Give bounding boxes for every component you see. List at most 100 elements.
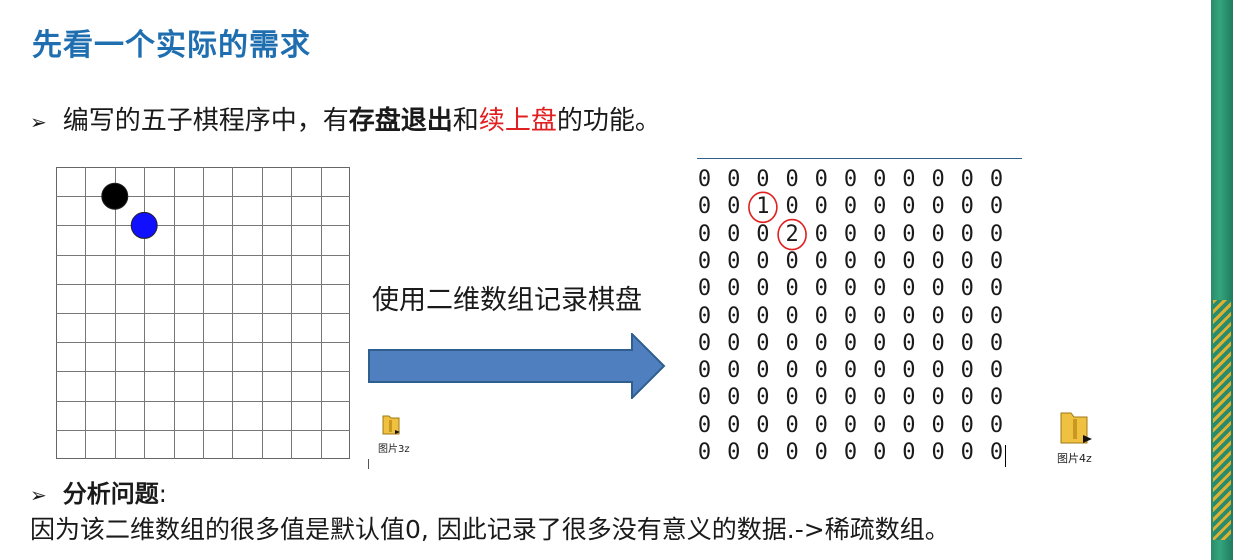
- bullet2-bold: 分析问题: [62, 480, 159, 508]
- matrix-cell: 0: [785, 412, 799, 438]
- matrix-cell: 0: [843, 303, 858, 329]
- bullet-analyze: ➢分析问题:: [30, 474, 167, 509]
- page-title: 先看一个实际的需求: [32, 28, 311, 63]
- matrix-cell: 0: [785, 276, 799, 302]
- folder-zip-icon-2[interactable]: [1059, 409, 1093, 451]
- matrix-cell: 0: [960, 276, 974, 302]
- matrix-cell: 0: [727, 358, 741, 384]
- matrix-cell: 0: [902, 167, 916, 192]
- matrix-cell: 0: [785, 248, 799, 274]
- matrix-cell: 0: [785, 358, 799, 384]
- decorative-hatch: [1213, 300, 1231, 540]
- matrix-cell: 0: [697, 440, 712, 465]
- matrix-cell: 0: [756, 221, 770, 247]
- matrix-cell: 0: [989, 276, 1004, 302]
- matrix-cell: 0: [873, 412, 887, 438]
- matrix-cell: 0: [960, 358, 974, 384]
- matrix-cell: 0: [843, 330, 858, 356]
- matrix-cell: 0: [873, 194, 887, 220]
- folder-zip-icon-1[interactable]: [381, 412, 401, 440]
- matrix-cell: 0: [931, 221, 945, 247]
- matrix-cell: 0: [697, 385, 712, 411]
- text-cursor: [1005, 445, 1006, 467]
- matrix-cell: 0: [843, 358, 858, 384]
- black-stone: [101, 182, 129, 210]
- bullet1-bold-save-exit: 存盘退出: [348, 106, 453, 136]
- matrix-cell: 0: [902, 358, 916, 384]
- matrix-cell: 0: [727, 385, 741, 411]
- matrix-cell: 0: [960, 385, 974, 411]
- matrix-cell: 0: [814, 440, 828, 465]
- matrix-cell: 0: [931, 248, 945, 274]
- bullet-save-feature: ➢编写的五子棋程序中，有存盘退出和续上盘的功能。: [30, 100, 661, 137]
- matrix-cell: 0: [814, 385, 828, 411]
- right-decorative-bar: [1211, 0, 1233, 560]
- matrix-cell: 0: [931, 412, 945, 438]
- matrix-cell: 0: [873, 358, 887, 384]
- matrix-cell: 0: [902, 385, 916, 411]
- matrix-cell: 0: [873, 221, 887, 247]
- matrix-cell: 0: [873, 276, 887, 302]
- matrix-cell: 0: [931, 385, 945, 411]
- matrix-cell: 0: [843, 412, 858, 438]
- matrix-cell: 0: [697, 412, 712, 438]
- matrix-top-border: [697, 158, 1022, 159]
- matrix-cell: 0: [785, 194, 799, 220]
- matrix-cell: 0: [989, 440, 1004, 465]
- right-arrow-icon: [368, 333, 666, 399]
- matrix-cell: 0: [756, 412, 770, 438]
- bullet-arrow-icon: ➢: [30, 483, 47, 507]
- matrix-cell: 0: [756, 276, 770, 302]
- matrix-cell: 0: [873, 385, 887, 411]
- matrix-cell: 0: [814, 412, 828, 438]
- matrix-cell: 0: [697, 248, 712, 274]
- matrix-cell: 0: [902, 330, 916, 356]
- gomoku-board: [56, 167, 350, 459]
- matrix-cell: 0: [902, 412, 916, 438]
- bullet1-suffix: 的功能。: [556, 106, 661, 136]
- matrix-cell: 0: [814, 221, 828, 247]
- blue-stone: [130, 211, 158, 239]
- bullet1-prefix: 编写的五子棋程序中，有: [62, 106, 349, 136]
- matrix-cell: 0: [989, 221, 1004, 247]
- matrix-cell: 0: [989, 412, 1004, 438]
- matrix-cell: 0: [727, 440, 741, 465]
- matrix-cell: 0: [785, 167, 799, 192]
- matrix-cell: 0: [960, 440, 974, 465]
- matrix-cell: 0: [756, 167, 770, 192]
- matrix-cell: 0: [931, 330, 945, 356]
- matrix-cell: 0: [756, 440, 770, 465]
- matrix-cell: 0: [960, 194, 974, 220]
- matrix-cell: 0: [873, 330, 887, 356]
- matrix-cell: 0: [843, 276, 858, 302]
- matrix-cell: 0: [843, 221, 858, 247]
- matrix-cell: 0: [727, 330, 741, 356]
- matrix-cell: 0: [756, 330, 770, 356]
- matrix-cell: 0: [697, 330, 712, 356]
- matrix-cell: 0: [843, 385, 858, 411]
- record-label: 使用二维数组记录棋盘: [372, 285, 642, 316]
- matrix-cell: 0: [785, 330, 799, 356]
- matrix-cell: 0: [727, 248, 741, 274]
- matrix-cell: 0: [902, 303, 916, 329]
- matrix-cell: 0: [697, 221, 712, 247]
- matrix-cell: 0: [989, 248, 1004, 274]
- matrix-cell: 0: [902, 440, 916, 465]
- matrix-cell: 0: [727, 221, 741, 247]
- bullet1-red-resume: 续上盘: [478, 106, 557, 136]
- matrix-cell: 0: [843, 440, 858, 465]
- matrix-cell: 0: [727, 276, 741, 302]
- matrix-cell: 0: [931, 276, 945, 302]
- matrix-cell: 0: [814, 276, 828, 302]
- matrix-cell: 0: [873, 303, 887, 329]
- matrix-cell: 0: [931, 167, 945, 192]
- matrix-cell: 0: [960, 248, 974, 274]
- matrix-cell: 0: [960, 330, 974, 356]
- matrix-cell: 0: [814, 194, 828, 220]
- matrix-cell: 0: [931, 303, 945, 329]
- matrix-cell: 0: [785, 303, 799, 329]
- matrix-cell: 0: [785, 385, 799, 411]
- matrix-cell: 0: [697, 167, 712, 192]
- matrix-cell: 0: [873, 167, 887, 192]
